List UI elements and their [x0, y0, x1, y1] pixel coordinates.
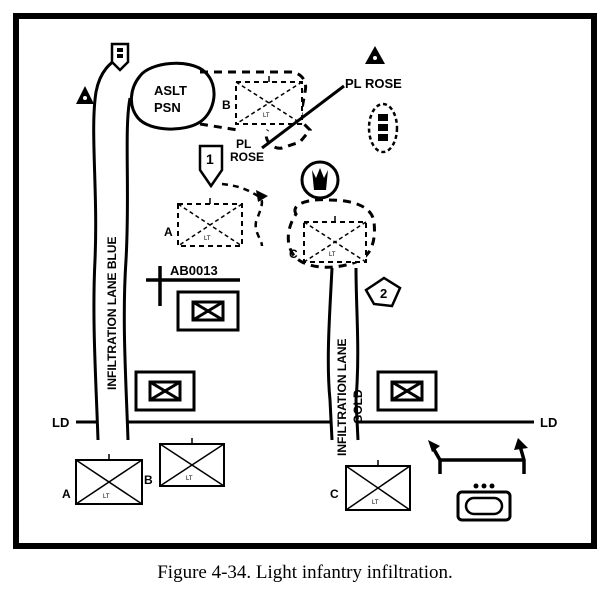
pl-rose-left-line1: PL	[236, 137, 251, 151]
line-of-departure: LD LD	[52, 415, 557, 430]
unit-c-lower: LT C	[330, 460, 411, 511]
unit-b-upper: LT B	[222, 76, 303, 125]
figure-caption: Figure 4-34. Light infantry infiltration…	[157, 562, 453, 583]
pl-rose-left-line2: ROSE	[230, 150, 264, 164]
marker-1-label: 1	[206, 151, 214, 167]
checkpoint-2: 2	[364, 276, 402, 308]
infiltration-lane-gold: INFILTRATION LANE GOLD	[326, 267, 365, 456]
marker-2-label: 2	[380, 286, 387, 301]
route-arrowhead	[256, 190, 268, 202]
infiltration-lane-blue: INFILTRATION LANE BLUE	[92, 56, 132, 441]
unit-letter: C	[289, 247, 298, 261]
lane-gold-label-2: GOLD	[351, 389, 365, 424]
aslt-label: ASLT	[154, 83, 187, 98]
unit-b-lower: LT B	[144, 438, 225, 487]
assembly-unit-3	[376, 370, 438, 412]
objective-boundary	[199, 70, 313, 150]
grid-reference: AB0013	[146, 263, 240, 306]
lane-blue-label: INFILTRATION LANE BLUE	[105, 236, 119, 390]
unit-letter: A	[164, 225, 173, 239]
lane-marker-top	[110, 42, 130, 72]
assembly-unit-2	[134, 370, 196, 412]
lane-gold-label-1: INFILTRATION LANE	[335, 338, 349, 456]
unit-letter: B	[144, 473, 153, 487]
movement-route	[221, 182, 264, 247]
psn-label-text: PSN	[154, 100, 181, 115]
unit-c-upper: LT C	[289, 216, 367, 263]
checkpoint-1: 1	[198, 144, 224, 189]
unit-a-upper: LT A	[164, 198, 243, 247]
enemy-symbol-right	[365, 46, 385, 64]
battalion-hq-symbol	[428, 438, 528, 522]
pl-rose-right-label: PL ROSE	[345, 76, 402, 91]
unit-size-label: LT	[186, 476, 193, 482]
command-post-symbol	[300, 160, 340, 200]
enemy-position	[367, 102, 399, 154]
assembly-unit-1	[176, 290, 240, 332]
assault-position: ASLT	[130, 61, 216, 131]
unit-letter: C	[330, 487, 339, 501]
unit-letter: A	[62, 487, 71, 501]
unit-letter: B	[222, 98, 231, 112]
figure-border	[13, 13, 597, 549]
grid-reference-label: AB0013	[170, 263, 218, 278]
unit-a-lower: LT A	[62, 454, 143, 505]
ld-right-label: LD	[540, 415, 557, 430]
unit-size-label: LT	[372, 500, 379, 506]
unit-size-label: LT	[103, 494, 110, 500]
enemy-symbol-left	[76, 86, 94, 104]
phase-line-rose: PL ROSE PL ROSE	[230, 76, 402, 164]
unit-size-label: LT	[329, 252, 336, 258]
objective-area-c	[286, 198, 376, 269]
unit-size-label: LT	[204, 236, 211, 242]
unit-size-label: LT	[263, 113, 270, 119]
ld-left-label: LD	[52, 415, 69, 430]
